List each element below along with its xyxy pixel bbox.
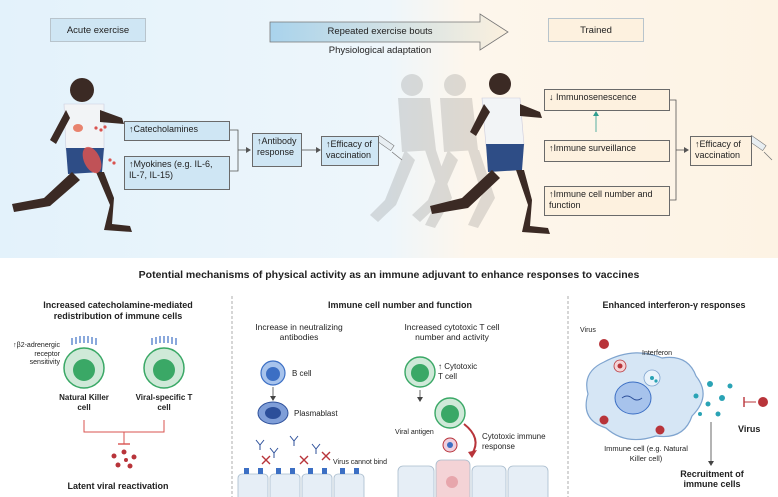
ghost-runners: [370, 74, 495, 228]
virus-small-label: Virus: [580, 327, 596, 334]
repeated-bouts-arrow: [269, 13, 509, 51]
immune-cell-label: Immune cell (e.g. Natural Killer cell): [604, 444, 688, 463]
latent-viral-label: Latent viral reactivation: [67, 481, 169, 491]
panel2-art: [237, 356, 549, 497]
viral-t-cell-label: Viral-specific T cell: [135, 393, 193, 412]
panel3-title: Enhanced interferon-γ responses: [602, 300, 746, 310]
virus-cannot-bind-label: Virus cannot bind: [333, 459, 387, 466]
mechanisms-title: Potential mechanisms of physical activit…: [138, 269, 640, 281]
repeated-bouts-label: Repeated exercise bouts: [327, 26, 433, 37]
acute-runner: [12, 78, 132, 232]
neutralizing-antibodies-label: Increase in neutralizing antibodies: [255, 322, 343, 342]
top-arrowheads: [246, 111, 689, 153]
efficacy-vaccination-left-box: ↑Efficacy of vaccination: [321, 136, 379, 166]
nk-cell-label: Natural Killer cell: [59, 393, 109, 412]
panel1-title: Increased catecholamine-mediated redistr…: [43, 300, 193, 321]
top-connectors: [230, 99, 684, 201]
physiological-adaptation-label: Physiological adaptation: [328, 45, 432, 56]
interferon-label: Interferon: [642, 350, 672, 357]
viral-antigen-label: Viral antigen: [395, 429, 434, 436]
receptor-sensitivity-label: ↑β2-adrenergic receptor sensitivity: [13, 342, 60, 366]
immunosenescence-box: ↓ Immunosenescence: [544, 89, 670, 111]
acute-exercise-label: Acute exercise: [50, 18, 146, 42]
antibody-response-box: ↑Antibody response: [252, 133, 302, 167]
myokines-box: ↑Myokines (e.g. IL-6, IL-7, IL-15): [124, 156, 230, 190]
b-cell-label: B cell: [292, 369, 312, 378]
cytotoxic-response-label: Cytotoxic immune response: [482, 432, 546, 451]
efficacy-vaccination-right-box: ↑Efficacy of vaccination: [690, 136, 752, 166]
immune-surveillance-box: ↑Immune surveillance: [544, 140, 670, 162]
catecholamines-box: ↑Catecholamines: [124, 121, 230, 141]
cytotoxic-t-cell-label: ↑ Cytotoxic T cell: [438, 362, 478, 381]
immune-cell-number-box: ↑Immune cell number and function: [544, 186, 670, 216]
panel1-art: [63, 336, 185, 469]
plasmablast-label: Plasmablast: [294, 409, 338, 418]
trained-label: Trained: [548, 18, 644, 42]
recruitment-label: Recruitment of immune cells: [680, 469, 744, 489]
panel2-title: Immune cell number and function: [327, 300, 472, 310]
cytotoxic-title-label: Increased cytotoxic T cell number and ac…: [404, 322, 500, 342]
panel3-art: [585, 339, 768, 466]
virus-label: Virus: [738, 424, 761, 434]
trained-runner: [430, 73, 550, 234]
